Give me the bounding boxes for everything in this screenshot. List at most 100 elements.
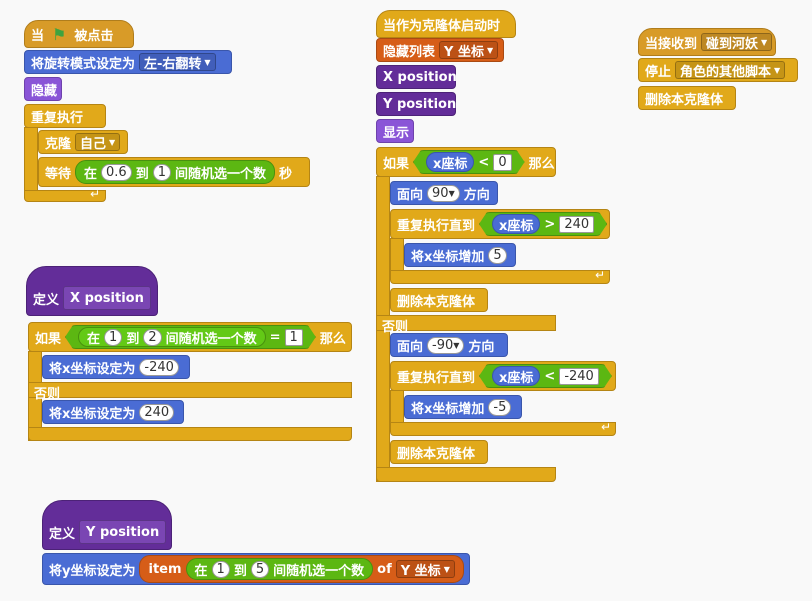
repeat-until-block[interactable]: 重复执行直到 x座标 < -240 [390, 361, 616, 391]
random-from-input[interactable]: 1 [211, 560, 230, 578]
repeat-bottom-arm [390, 422, 616, 436]
x-position-reporter[interactable]: x座标 [492, 214, 540, 234]
change-x-input[interactable]: 5 [488, 246, 507, 264]
when-flag-clicked-block[interactable]: 当 ⚑ 被点击 [24, 20, 134, 48]
point-direction-block[interactable]: 面向 -90▼ 方向 [390, 333, 508, 357]
list-dropdown[interactable]: Y 坐标 ▼ [395, 560, 455, 579]
item-of-list-reporter[interactable]: item 在 1 到 5 间随机选一个数 of Y 坐标 ▼ [139, 555, 464, 583]
set-x-block[interactable]: 将x坐标设定为 240 [42, 400, 184, 424]
less-than-predicate[interactable]: x座标 < 0 [413, 150, 525, 174]
call-y-position-block[interactable]: Y position [376, 92, 456, 116]
compare-value-input[interactable]: -240 [559, 368, 599, 385]
x-position-label: x座标 [499, 370, 534, 386]
set-rotation-label: 将旋转模式设定为 [31, 56, 136, 72]
x-position-reporter[interactable]: x座标 [492, 366, 540, 386]
change-x-block[interactable]: 将x坐标增加 -5 [404, 395, 522, 419]
change-x-input[interactable]: -5 [488, 398, 512, 416]
wait-block[interactable]: 等待 在 0.6 到 1 间随机选一个数 秒 [38, 157, 310, 187]
stop-option-dropdown[interactable]: 角色的其他脚本 ▼ [675, 61, 786, 80]
loop-arrow-icon: ↵ [601, 420, 612, 434]
x-position-reporter[interactable]: x座标 [426, 152, 474, 172]
hide-block[interactable]: 隐藏 [24, 77, 62, 101]
pick-random-reporter[interactable]: 在 1 到 2 间随机选一个数 [78, 327, 266, 347]
set-y-block[interactable]: 将y坐标设定为 item 在 1 到 5 间随机选一个数 of Y 坐标 ▼ [42, 553, 470, 585]
dropdown-caret-icon: ▼ [453, 340, 460, 350]
delete-clone-block[interactable]: 删除本克隆体 [390, 288, 488, 312]
pick-random-reporter[interactable]: 在 1 到 5 间随机选一个数 [185, 558, 374, 580]
point-direction-block[interactable]: 面向 90▼ 方向 [390, 181, 498, 205]
loop-arrow-icon: ↵ [90, 187, 101, 201]
in-label: 在 [87, 331, 101, 347]
if-label: 如果 [383, 156, 410, 172]
forever-label: 重复执行 [31, 110, 84, 126]
random-label: 间随机选一个数 [165, 331, 257, 347]
if-else-block[interactable]: 如果 x座标 < 0 那么 [376, 147, 556, 177]
delete-clone-block[interactable]: 删除本克隆体 [390, 440, 488, 464]
loop-arrow-icon: ↵ [595, 268, 606, 282]
set-x-value-input[interactable]: 240 [139, 403, 175, 421]
set-x-value-input[interactable]: -240 [139, 358, 179, 376]
custom-block-name[interactable]: X position [63, 286, 151, 310]
list-dropdown[interactable]: Y 坐标 ▼ [439, 41, 499, 60]
if-else-block[interactable]: 如果 在 1 到 2 间随机选一个数 = 1 那么 [28, 322, 352, 352]
else-label: 否则 [382, 320, 409, 335]
define-x-position-hat[interactable]: 定义 X position [26, 266, 158, 316]
direction-value: 90 [432, 185, 449, 201]
greater-than-predicate[interactable]: x座标 > 240 [479, 212, 607, 236]
repeat-until-block[interactable]: 重复执行直到 x座标 > 240 [390, 209, 610, 239]
change-x-block[interactable]: 将x坐标增加 5 [404, 243, 516, 267]
custom-block-name-text: X position [70, 290, 144, 306]
random-to-input[interactable]: 5 [250, 560, 270, 578]
clone-label: 克隆 [45, 136, 72, 152]
when-receive-hat[interactable]: 当接收到 碰到河妖 ▼ [638, 28, 776, 56]
equals-operator: = [269, 329, 281, 345]
direction-value: -90 [432, 337, 454, 353]
of-label: of [377, 561, 392, 577]
delete-clone-block[interactable]: 删除本克隆体 [638, 86, 736, 110]
equals-predicate[interactable]: 在 1 到 2 间随机选一个数 = 1 [65, 325, 316, 349]
message-dropdown[interactable]: 碰到河妖 ▼ [701, 33, 773, 52]
pick-random-reporter[interactable]: 在 0.6 到 1 间随机选一个数 [75, 160, 276, 184]
to-label: 到 [233, 563, 247, 579]
to-label: 到 [126, 331, 140, 347]
else-bar [28, 382, 352, 398]
random-to-input[interactable]: 1 [152, 163, 172, 181]
less-than-predicate[interactable]: x座标 < -240 [479, 364, 612, 388]
item-label: item [148, 561, 182, 577]
set-x-block[interactable]: 将x坐标设定为 -240 [42, 355, 190, 379]
custom-block-name[interactable]: Y position [79, 520, 167, 544]
compare-value-input[interactable]: 0 [493, 154, 511, 171]
clone-block[interactable]: 克隆 自己 ▼ [38, 130, 128, 154]
green-flag-icon: ⚑ [52, 24, 67, 44]
forever-block[interactable]: 重复执行 [24, 104, 106, 128]
random-to-input[interactable]: 2 [143, 329, 161, 346]
equals-value-input[interactable]: 1 [285, 329, 303, 346]
delete-clone-label: 删除本克隆体 [645, 92, 724, 108]
rotation-style-dropdown[interactable]: 左-右翻转 ▼ [139, 53, 216, 72]
call-x-position-block[interactable]: X position [376, 65, 457, 89]
wait-label: 等待 [45, 166, 72, 182]
show-block[interactable]: 显示 [376, 119, 414, 143]
when-start-as-clone-hat[interactable]: 当作为克隆体启动时 [376, 10, 516, 38]
in-label: 在 [194, 563, 208, 579]
direction-input[interactable]: -90▼ [427, 336, 465, 354]
direction-input[interactable]: 90▼ [427, 184, 460, 202]
custom-block-name-text: Y position [86, 524, 160, 540]
dropdown-caret-icon: ▼ [448, 188, 455, 198]
define-label: 定义 [33, 292, 60, 308]
hide-list-block[interactable]: 隐藏列表 Y 坐标 ▼ [376, 38, 504, 62]
stop-block[interactable]: 停止 角色的其他脚本 ▼ [638, 58, 798, 82]
list-value: Y 坐标 [400, 563, 441, 579]
forever-bottom-arm [24, 190, 106, 202]
random-from-input[interactable]: 1 [104, 329, 122, 346]
when-receive-label: 当接收到 [645, 36, 698, 52]
define-y-position-hat[interactable]: 定义 Y position [42, 500, 172, 550]
dropdown-caret-icon: ▼ [486, 45, 494, 55]
compare-value-input[interactable]: 240 [559, 216, 594, 233]
clone-target-dropdown[interactable]: 自己 ▼ [75, 133, 121, 152]
random-from-input[interactable]: 0.6 [101, 163, 132, 181]
call-y-label: Y position [383, 96, 457, 112]
set-rotation-style-block[interactable]: 将旋转模式设定为 左-右翻转 ▼ [24, 50, 232, 74]
point-label: 面向 [397, 339, 424, 355]
forever-left-arm [24, 127, 38, 192]
